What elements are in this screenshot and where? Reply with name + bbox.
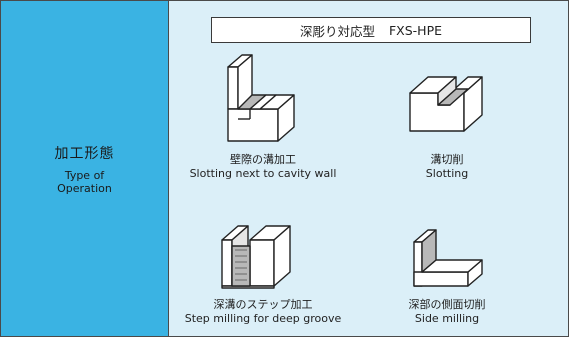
operation-slotting: 溝切削 Slotting <box>347 49 547 181</box>
operation-label-ja: 壁際の溝加工 <box>230 153 296 166</box>
product-title-box: 深彫り対応型 FXS-HPE <box>211 17 531 43</box>
operation-slotting-wall: 壁際の溝加工 Slotting next to cavity wall <box>163 49 363 181</box>
step-milling-icon <box>221 225 291 289</box>
operation-label-ja: 深部の側面切削 <box>408 298 486 311</box>
side-milling-icon <box>413 229 483 287</box>
type-of-operation-label-en: Type of Operation <box>57 168 112 195</box>
operation-label-en: Step milling for deep groove <box>184 312 342 325</box>
operations-panel: 深彫り対応型 FXS-HPE <box>169 1 568 336</box>
operation-label-ja: 深溝のステップ加工 <box>213 298 313 311</box>
slotting-icon <box>409 76 483 132</box>
operation-side-milling: 深部の側面切削 Side milling <box>347 206 547 326</box>
type-of-operation-column: 加工形態 Type of Operation <box>1 1 169 336</box>
type-of-operation-label-ja: 加工形態 <box>54 145 115 162</box>
operation-label-en: Slotting <box>425 167 469 180</box>
product-type-label: 深彫り対応型 <box>299 23 375 39</box>
operation-label-en: Slotting next to cavity wall <box>189 167 337 180</box>
operation-step-milling: 深溝のステップ加工 Step milling for deep groove <box>163 206 363 326</box>
slotting-wall-icon <box>227 54 295 142</box>
operation-label-ja: 溝切削 <box>430 153 464 166</box>
operation-label-en: Side milling <box>414 312 480 325</box>
product-model-label: FXS-HPE <box>388 22 443 38</box>
